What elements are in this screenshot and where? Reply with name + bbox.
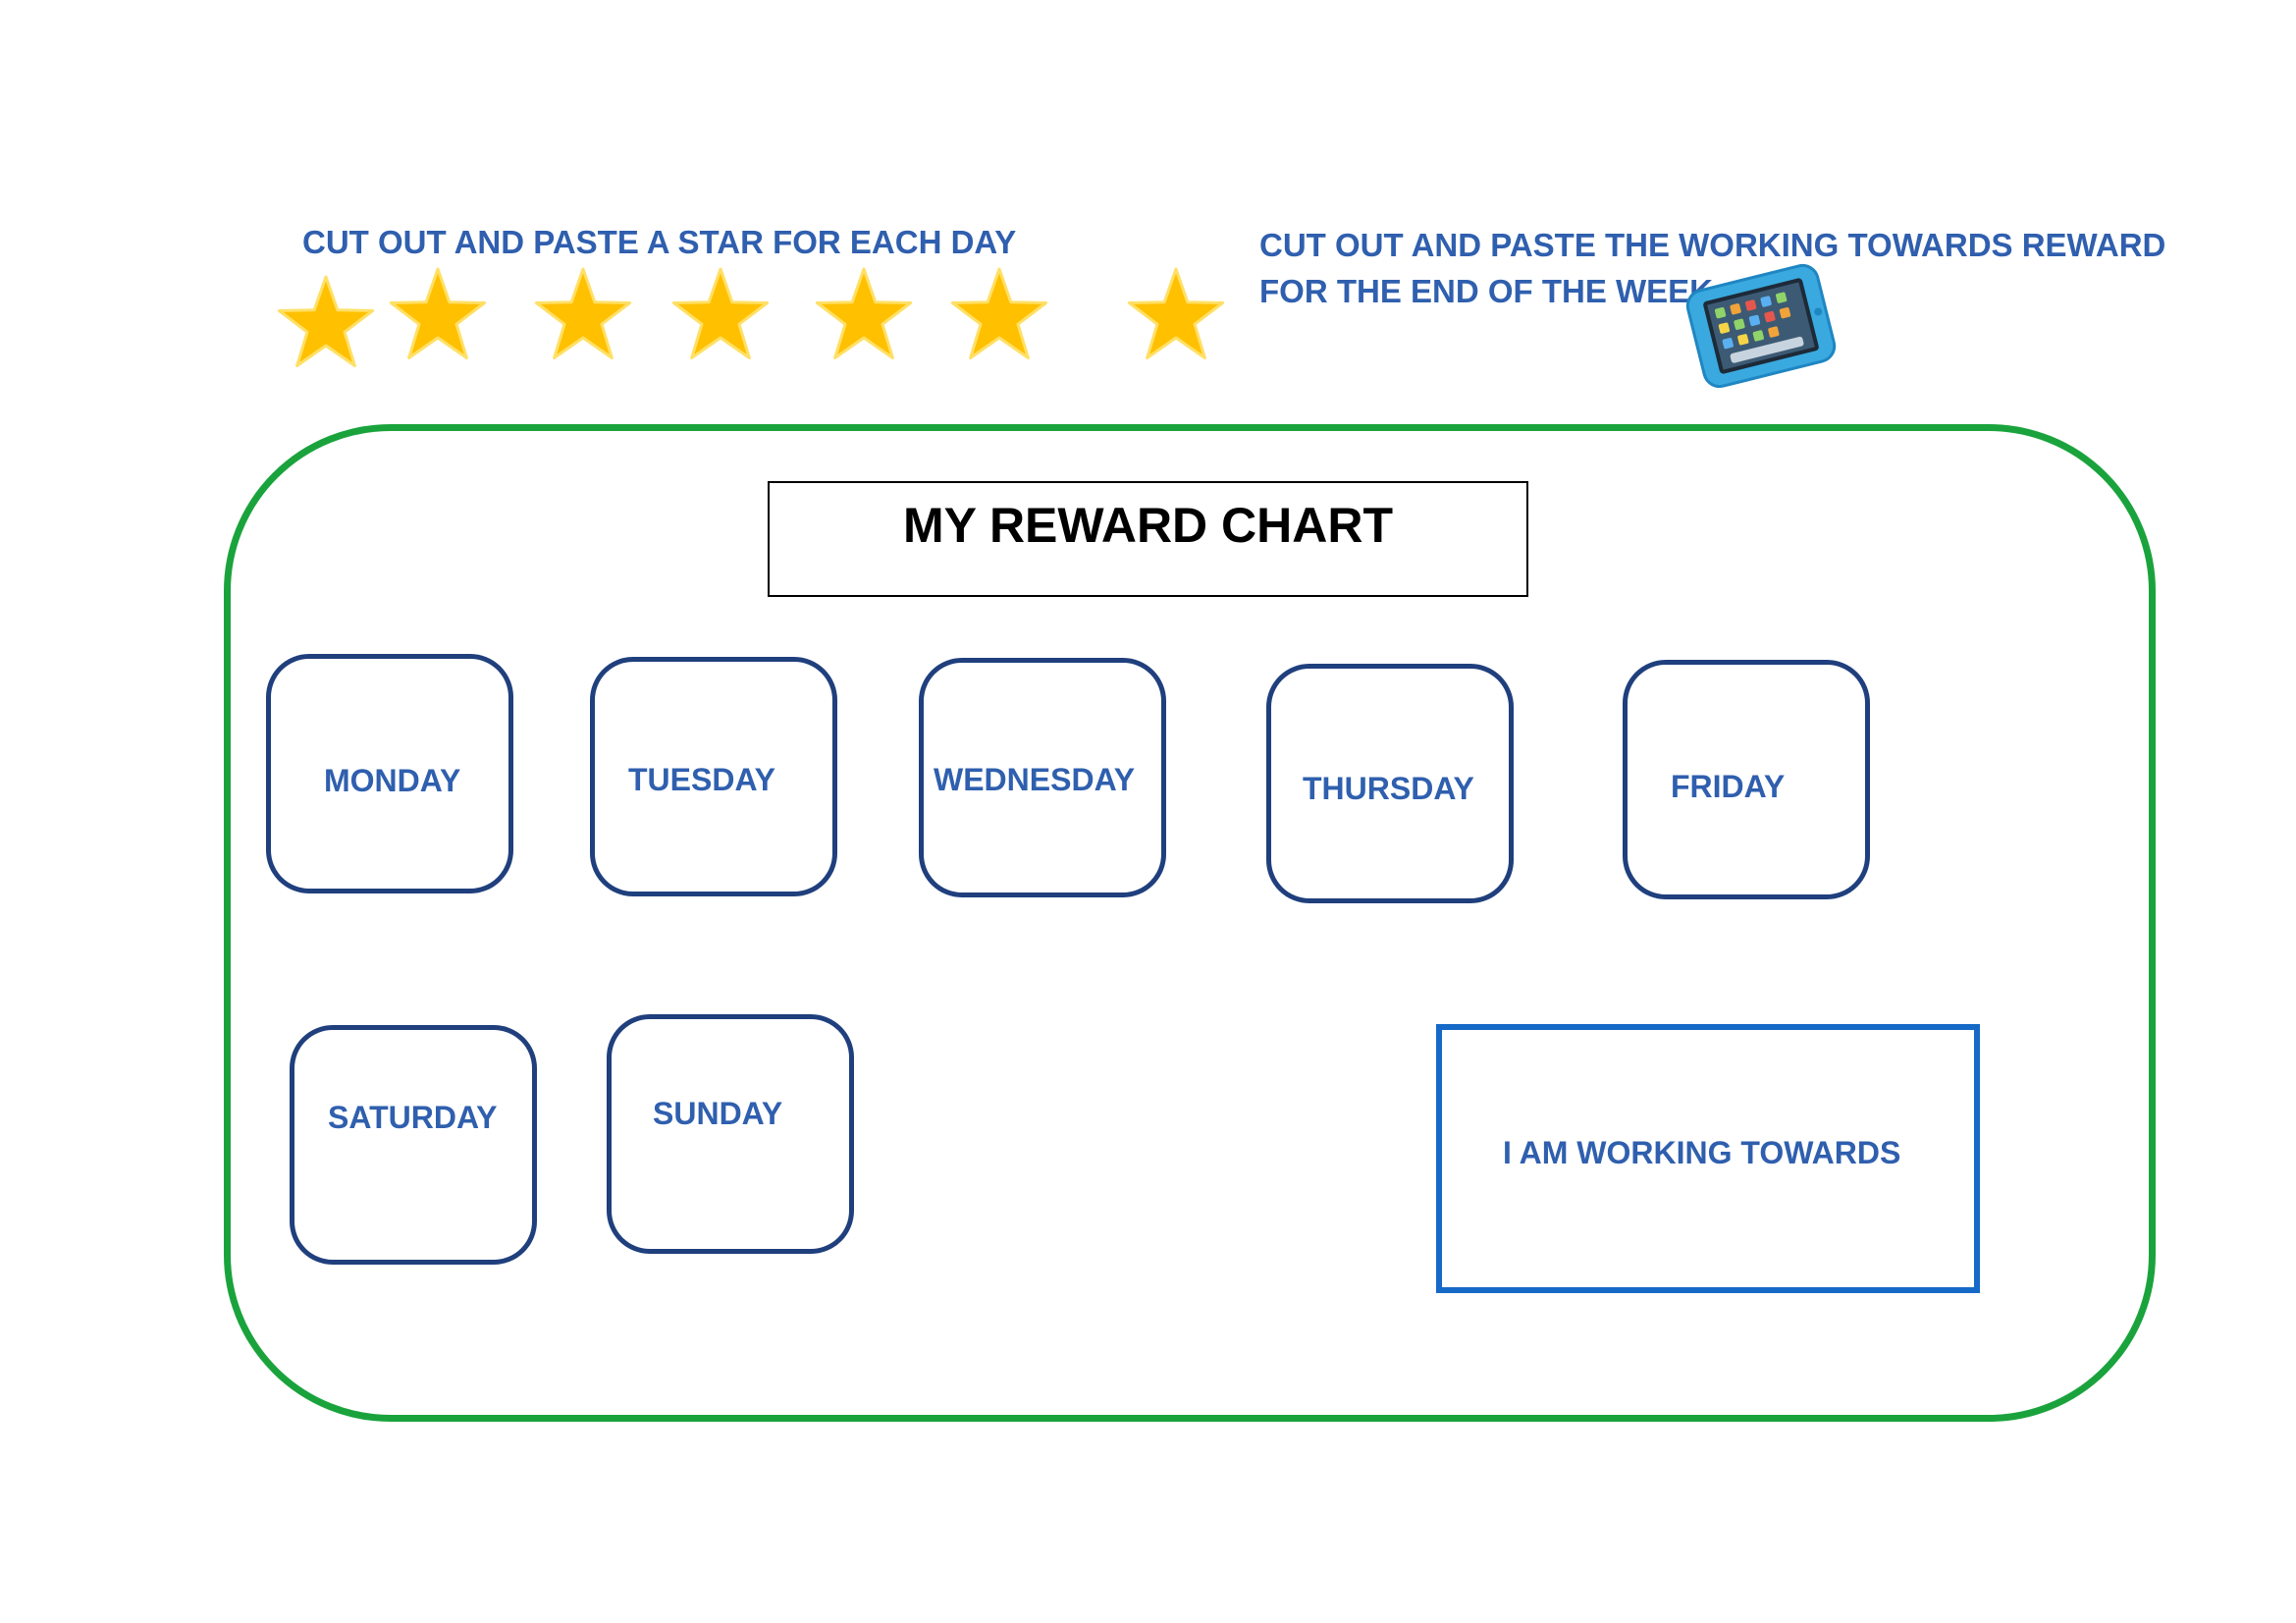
thursday-label: THURSDAY — [1303, 771, 1474, 806]
stars-row — [0, 0, 2296, 393]
goal-box[interactable] — [1436, 1024, 1980, 1293]
chart-frame — [224, 424, 2156, 1422]
wednesday-label: WEDNESDAY — [934, 762, 1136, 797]
star-icon — [528, 261, 638, 371]
tuesday-label: TUESDAY — [628, 762, 775, 797]
sunday-box[interactable] — [607, 1014, 854, 1254]
star-icon — [1121, 261, 1231, 371]
sunday-label: SUNDAY — [653, 1096, 783, 1131]
reward-instruction: CUT OUT AND PASTE THE WORKING TOWARDS RE… — [1259, 227, 2166, 309]
star-icon — [271, 269, 381, 379]
star-instruction: CUT OUT AND PASTE A STAR FOR EACH DAY — [302, 224, 1017, 260]
tablet-icon — [1681, 263, 1842, 389]
star-icon — [944, 261, 1054, 371]
star-icon — [809, 261, 919, 371]
star-icon — [383, 261, 493, 371]
saturday-box[interactable] — [290, 1025, 537, 1265]
friday-box[interactable] — [1623, 660, 1870, 899]
star-icon — [666, 261, 775, 371]
goal-label: I AM WORKING TOWARDS — [1503, 1135, 1901, 1170]
chart-title-box: MY REWARD CHART — [768, 481, 1528, 597]
chart-title: MY REWARD CHART — [902, 498, 1394, 553]
saturday-label: SATURDAY — [328, 1100, 498, 1135]
monday-label: MONDAY — [324, 763, 461, 798]
tuesday-box[interactable] — [590, 657, 837, 896]
wednesday-box[interactable] — [919, 658, 1166, 897]
monday-box[interactable] — [266, 654, 513, 893]
friday-label: FRIDAY — [1671, 769, 1786, 804]
thursday-box[interactable] — [1266, 664, 1514, 903]
